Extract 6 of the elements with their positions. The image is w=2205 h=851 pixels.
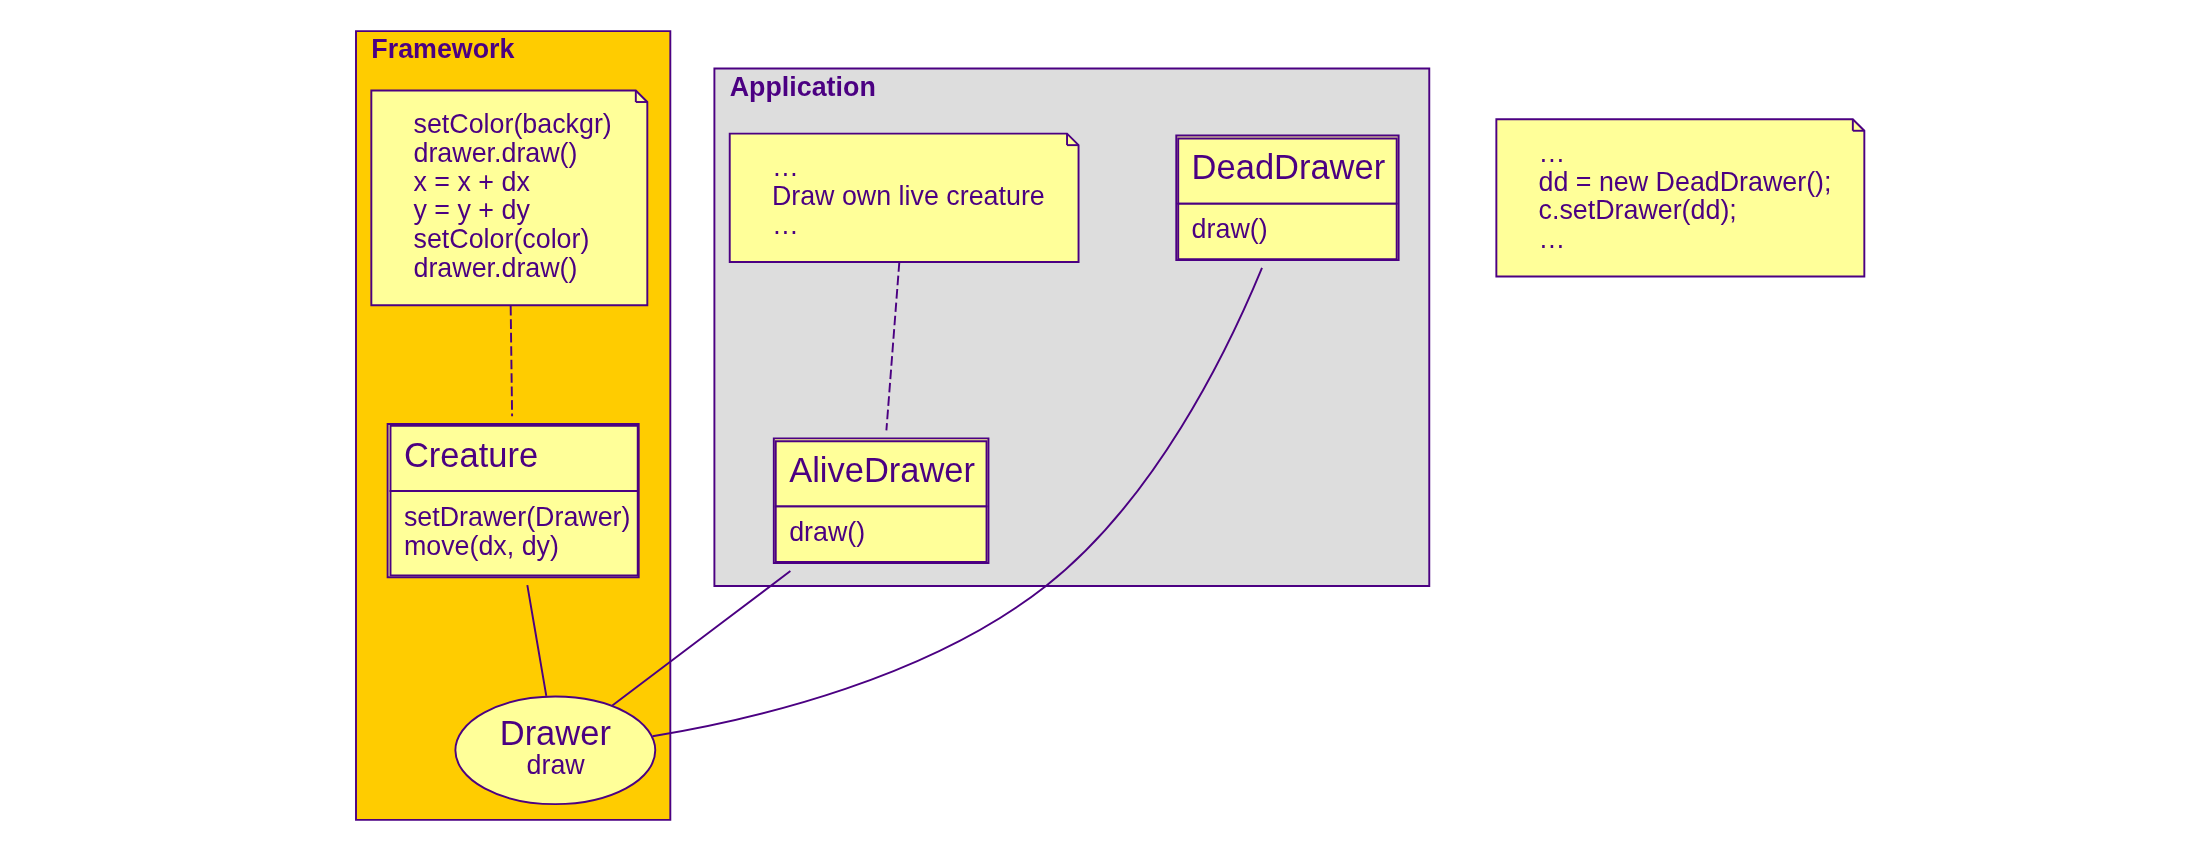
connector	[611, 570, 792, 707]
connector	[509, 305, 514, 418]
connector	[885, 261, 901, 432]
connector	[651, 266, 1263, 738]
node-ellipse: Drawer draw	[454, 695, 657, 806]
connector	[526, 584, 548, 697]
